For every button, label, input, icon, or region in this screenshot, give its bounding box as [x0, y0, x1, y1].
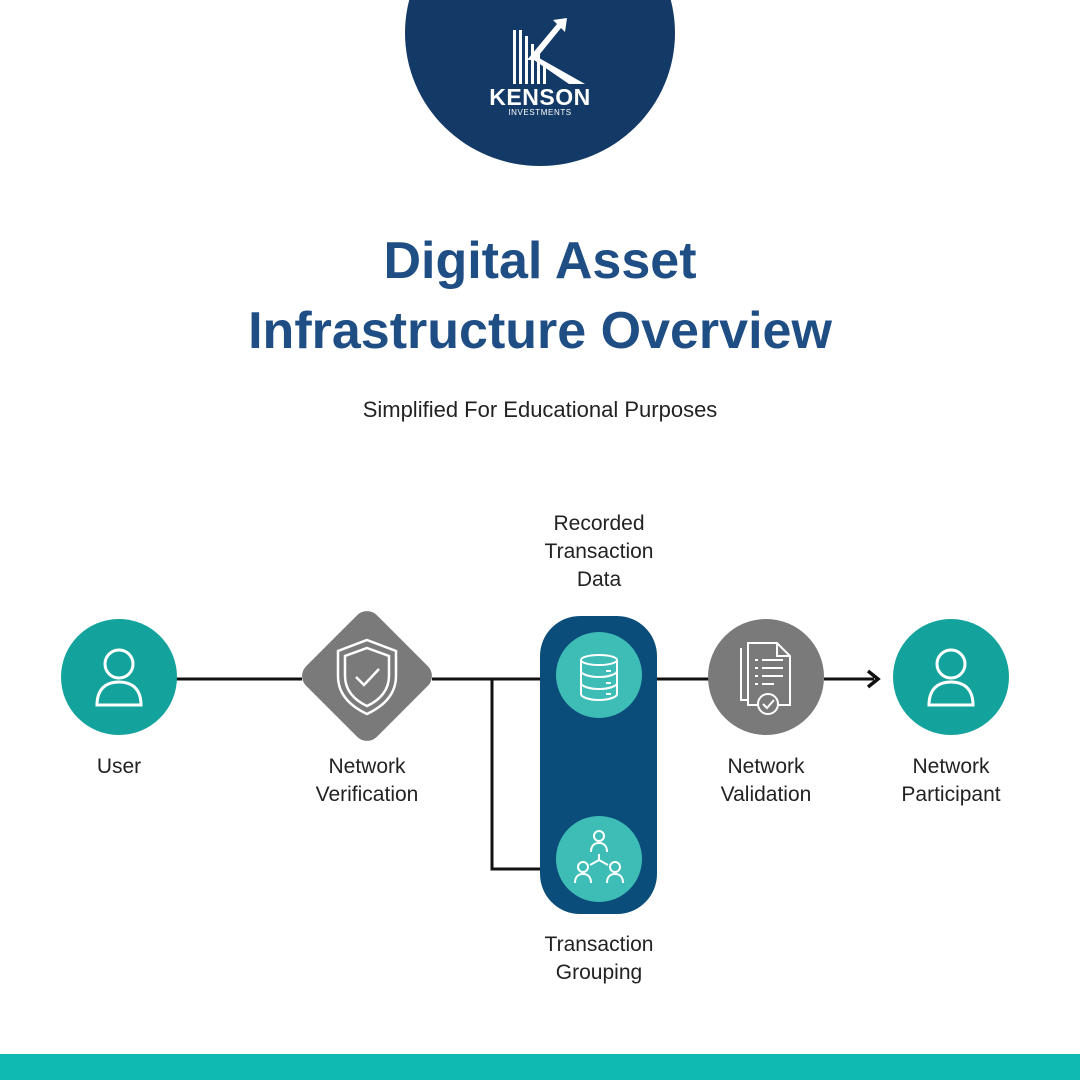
node-network-verification — [302, 611, 432, 741]
label-grouping-line-2: Grouping — [555, 961, 643, 984]
footer-accent-bar — [0, 1054, 1080, 1080]
user-icon — [927, 648, 975, 707]
label-network-participant-line-2: Participant — [901, 783, 1001, 806]
label-network-participant: Network Participant — [871, 753, 1031, 809]
connector-branch-grouping — [490, 679, 545, 871]
database-icon — [580, 654, 618, 702]
label-network-verification-line-2: Verification — [315, 783, 419, 806]
page-title: Digital Asset Infrastructure Overview — [90, 226, 990, 366]
connector-lines — [176, 669, 881, 871]
title-line-1: Digital Asset — [383, 232, 697, 290]
node-network-validation — [708, 619, 824, 735]
label-recorded-transaction-data: Recorded Transaction Data — [519, 510, 679, 594]
label-user: User — [49, 753, 189, 781]
node-network-participant — [893, 619, 1009, 735]
label-grouping-line-1: Transaction — [544, 933, 654, 956]
user-icon — [95, 648, 143, 707]
label-recorded-line-3: Data — [576, 568, 622, 591]
label-recorded-line-1: Recorded — [553, 512, 645, 535]
label-network-verification: Network Verification — [287, 753, 447, 809]
node-transaction-grouping — [556, 816, 642, 902]
label-transaction-grouping: Transaction Grouping — [519, 931, 679, 987]
title-line-2: Infrastructure Overview — [248, 302, 832, 360]
label-user-line-1: User — [96, 755, 142, 778]
people-network-icon — [574, 830, 624, 884]
brand-name: KENSON — [489, 84, 591, 110]
node-recorded-transaction-data — [556, 632, 642, 718]
label-network-participant-line-1: Network — [912, 755, 990, 778]
label-recorded-line-2: Transaction — [544, 540, 654, 563]
label-network-validation: Network Validation — [686, 753, 846, 809]
kenson-logo-icon — [513, 18, 585, 84]
brand-tagline: INVESTMENTS — [508, 108, 572, 117]
label-network-validation-line-2: Validation — [720, 783, 812, 806]
label-network-validation-line-1: Network — [727, 755, 805, 778]
shield-check-icon — [336, 638, 398, 716]
page-subtitle: Simplified For Educational Purposes — [362, 397, 718, 422]
arrowhead-icon — [866, 669, 881, 689]
node-user — [61, 619, 177, 735]
label-network-verification-line-1: Network — [328, 755, 406, 778]
document-check-icon — [740, 642, 791, 715]
